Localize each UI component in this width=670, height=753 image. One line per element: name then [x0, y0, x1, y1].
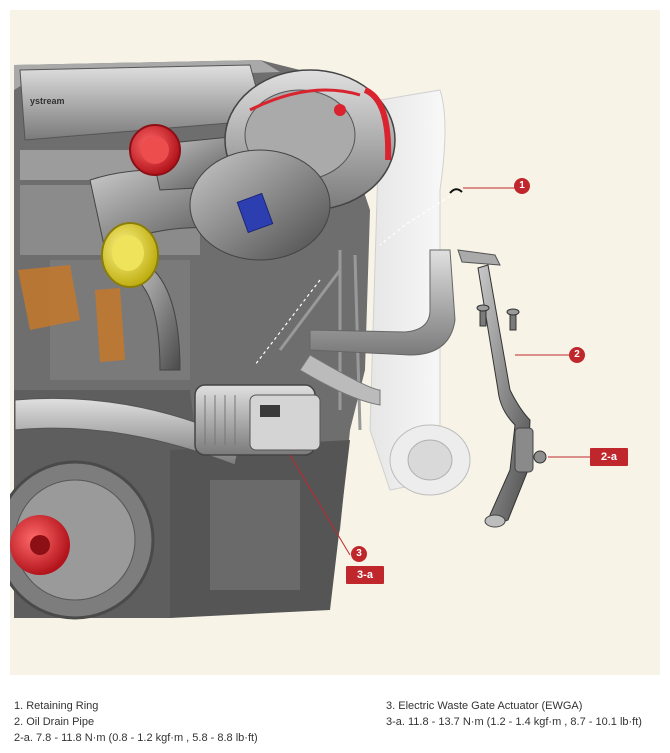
- legend-item-3: 3. Electric Waste Gate Actuator (EWGA): [386, 700, 583, 712]
- ghosted-heat-shield: [369, 89, 471, 496]
- legend-item-2a: 2-a. 7.8 - 11.8 N·m (0.8 - 1.2 kgf·m , 5…: [14, 732, 258, 744]
- oil-drain-pipe: [457, 249, 547, 528]
- exhaust-pipes: [299, 249, 456, 406]
- legend-right: 3. Electric Waste Gate Actuator (EWGA) 3…: [386, 698, 642, 730]
- legend-item-1: 1. Retaining Ring: [14, 700, 99, 712]
- retaining-ring: [449, 188, 463, 194]
- callout-1: 1: [514, 178, 530, 194]
- parts-legend: 1. Retaining Ring 2. Oil Drain Pipe 2-a.…: [0, 690, 670, 753]
- legend-item-3a: 3-a. 11.8 - 13.7 N·m (1.2 - 1.4 kgf·m , …: [386, 716, 642, 728]
- callout-2: 2: [569, 347, 585, 363]
- engine-badge: ystream: [30, 96, 65, 106]
- legend-left: 1. Retaining Ring 2. Oil Drain Pipe 2-a.…: [14, 698, 258, 746]
- assembly-lines: [254, 195, 451, 366]
- exploded-diagram: 1 2 2-a 3 3-a ystream: [10, 10, 660, 675]
- turbocharger: [189, 69, 396, 261]
- port-caps: [101, 124, 181, 288]
- callout-3: 3: [351, 546, 367, 562]
- leader-lines: [289, 187, 593, 556]
- engine-illustration: [10, 60, 593, 620]
- ewga-actuator: [194, 384, 321, 456]
- callout-2a: 2-a: [590, 448, 628, 466]
- legend-item-2: 2. Oil Drain Pipe: [14, 716, 95, 728]
- callout-3a: 3-a: [346, 566, 384, 584]
